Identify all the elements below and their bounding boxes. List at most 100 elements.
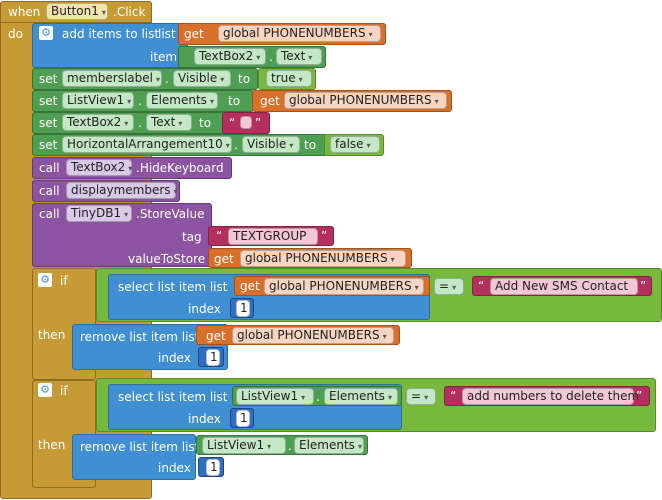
variable-name: global PHONENUMBERS (269, 279, 412, 293)
component-name: HorizontalArrangement10 (67, 137, 223, 151)
component-dropdown[interactable]: HorizontalArrangement10▾ (62, 136, 232, 153)
get-label: get (214, 252, 234, 266)
boolean-dropdown[interactable]: true▾ (266, 70, 312, 87)
chevron-down-icon: ▾ (209, 97, 214, 106)
gear-icon[interactable]: ⚙ (38, 273, 52, 287)
component-name: ListView1 (67, 93, 125, 107)
remove-list-item-block-2[interactable] (72, 434, 196, 480)
component-dropdown[interactable]: TextBox2▾ (62, 114, 134, 131)
procedure-dropdown[interactable]: displaymembers▾ (66, 182, 178, 199)
variable-name: global PHONENUMBERS (237, 328, 380, 342)
property-dropdown[interactable]: Text▾ (276, 48, 322, 65)
index-number-field[interactable]: 1 (236, 300, 250, 317)
add-items-to-list-block[interactable] (32, 23, 188, 68)
quote-close: ” (255, 116, 262, 130)
variable-dropdown[interactable]: global PHONENUMBERS▾ (284, 92, 447, 109)
get-label: get (184, 27, 204, 41)
property-name: Elements (151, 93, 207, 107)
dot-separator: . (269, 50, 273, 64)
property-dropdown[interactable]: Visible▾ (242, 136, 300, 153)
chevron-down-icon: ▾ (298, 75, 303, 84)
get-label: get (240, 279, 260, 293)
operator-dropdown[interactable]: =▾ (434, 278, 464, 295)
if-label: if (60, 384, 68, 398)
property-dropdown[interactable]: Elements▾ (324, 388, 398, 405)
select-list-item-title: select list item list (118, 280, 228, 294)
procedure-name: displaymembers (71, 183, 171, 197)
compare-text: add numbers to delete them (467, 389, 640, 403)
compare-text-field[interactable]: add numbers to delete them (462, 388, 639, 405)
component-dropdown[interactable]: memberslabel▾ (62, 70, 162, 87)
tag-text-field[interactable]: TEXTGROUP (228, 228, 318, 245)
component-dropdown[interactable]: ListView1▾ (202, 437, 286, 454)
operator-dropdown[interactable]: =▾ (406, 388, 436, 405)
chevron-down-icon: ▾ (366, 141, 371, 150)
empty-text-field[interactable] (240, 116, 252, 129)
dot-separator: . (288, 439, 292, 453)
boolean-dropdown[interactable]: false▾ (330, 136, 380, 153)
variable-name: global PHONENUMBERS (223, 26, 366, 40)
property-dropdown[interactable]: Text▾ (146, 114, 192, 131)
chevron-down-icon: ▾ (256, 53, 261, 62)
chevron-down-icon: ▾ (308, 53, 313, 62)
index-number-field[interactable]: 1 (206, 459, 220, 476)
component-dropdown[interactable]: ListView1▾ (62, 92, 134, 109)
chevron-down-icon: ▾ (382, 332, 387, 341)
quote-close: ” (321, 229, 328, 243)
property-name: Visible (247, 137, 287, 151)
event-name-label: .Click (113, 5, 146, 19)
index-number-field[interactable]: 1 (206, 349, 220, 366)
variable-name: global PHONENUMBERS (245, 251, 388, 265)
operator-symbol: = (411, 389, 422, 403)
variable-name: global PHONENUMBERS (289, 93, 432, 107)
to-label: to (238, 72, 251, 86)
boolean-value: false (335, 137, 364, 151)
operator-symbol: = (439, 279, 450, 293)
component-dropdown[interactable]: TextBox2▾ (194, 48, 266, 65)
property-dropdown[interactable]: Elements▾ (146, 92, 218, 109)
tag-label: tag (182, 230, 202, 244)
select-list-item-title: select list item list (118, 390, 228, 404)
event-component-dropdown[interactable]: Button1▾ (46, 3, 108, 20)
chevron-down-icon: ▾ (414, 283, 419, 292)
property-dropdown[interactable]: Elements▾ (294, 437, 364, 454)
index-number: 1 (240, 301, 248, 315)
component-name: ListView1 (241, 389, 299, 403)
chevron-down-icon: ▾ (368, 30, 373, 39)
chevron-down-icon: ▾ (124, 210, 129, 219)
variable-dropdown[interactable]: global PHONENUMBERS▾ (264, 278, 424, 295)
component-dropdown[interactable]: TextBox2▾ (66, 159, 132, 176)
add-items-list-label: list (158, 27, 176, 41)
index-number-field[interactable]: 1 (236, 410, 250, 427)
to-label: to (228, 94, 241, 108)
gear-icon[interactable]: ⚙ (39, 26, 53, 40)
add-items-title: add items to list (62, 27, 160, 41)
quote-open: “ (450, 389, 457, 403)
value-to-store-label: valueToStore (128, 252, 206, 266)
index-label: index (188, 412, 221, 426)
chevron-down-icon: ▾ (387, 393, 392, 402)
dot-separator: . (316, 390, 320, 404)
variable-dropdown[interactable]: global PHONENUMBERS▾ (240, 250, 406, 267)
chevron-down-icon: ▾ (173, 187, 178, 196)
property-dropdown[interactable]: Visible▾ (173, 70, 231, 87)
gear-icon[interactable]: ⚙ (38, 383, 52, 397)
index-number: 1 (210, 350, 218, 364)
property-name: Visible (178, 71, 218, 85)
tag-text: TEXTGROUP (233, 229, 307, 243)
component-name: ListView1 (207, 438, 265, 452)
quote-open: “ (478, 279, 485, 293)
variable-dropdown[interactable]: global PHONENUMBERS▾ (218, 25, 381, 42)
to-label: to (304, 138, 317, 152)
component-dropdown[interactable]: ListView1▾ (236, 388, 314, 405)
set-label: set (39, 138, 58, 152)
set-label: set (39, 94, 58, 108)
component-dropdown[interactable]: TinyDB1▾ (66, 205, 132, 222)
chevron-down-icon: ▾ (267, 442, 272, 451)
compare-text-field[interactable]: Add New SMS Contact (490, 278, 638, 295)
to-label: to (199, 116, 212, 130)
variable-dropdown[interactable]: global PHONENUMBERS▾ (232, 327, 394, 344)
property-name: Text (281, 49, 306, 63)
quote-open: “ (216, 229, 223, 243)
quote-close: ” (640, 279, 647, 293)
